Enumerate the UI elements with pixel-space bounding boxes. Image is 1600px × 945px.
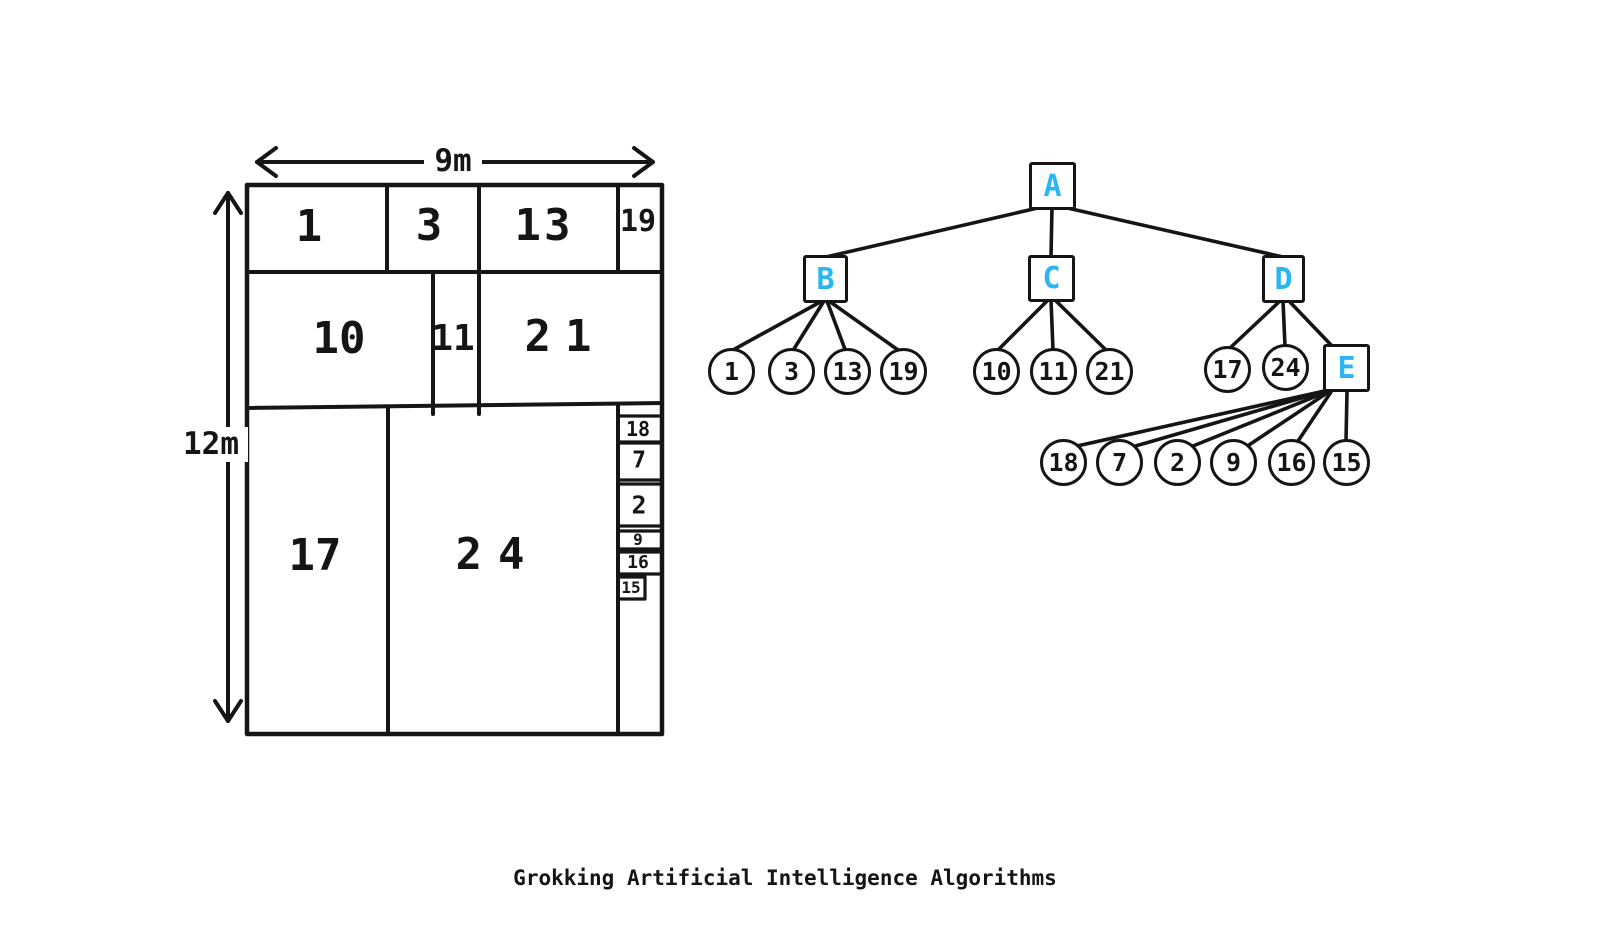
edge-d-e: [1286, 298, 1335, 349]
tree-leaf-17: 17: [1204, 346, 1251, 393]
room-label-10: 10: [312, 313, 366, 364]
plan-cell-9-rect: [616, 529, 664, 551]
edge-c-11: [1049, 298, 1055, 352]
edge-d-17: [1228, 299, 1282, 350]
tree-leaf-15: 15: [1323, 439, 1370, 486]
tree-leaf-7: 7: [1096, 439, 1143, 486]
plan-height-label: 12m: [174, 427, 248, 462]
edge-e-2: [1186, 389, 1331, 450]
tree-leaf-3: 3: [768, 348, 815, 395]
height-arrow-head-top: [213, 191, 243, 215]
room-label-19: 19: [619, 204, 657, 239]
edge-b-3: [790, 299, 826, 354]
tree-leaf-9: 9: [1210, 439, 1257, 486]
tree-node-a: A: [1029, 162, 1076, 210]
edge-a-b: [824, 205, 1044, 259]
edge-a-d: [1061, 205, 1285, 259]
edge-c-10: [996, 298, 1050, 352]
tree-leaf-11: 11: [1030, 348, 1077, 395]
plan-cell-2-rect: [616, 482, 664, 528]
edge-e-18: [1075, 388, 1331, 448]
tree-leaf-10: 10: [973, 348, 1020, 395]
room-label-7: 7: [632, 447, 646, 474]
tree-leaf-1: 1: [708, 348, 755, 395]
edge-b-19: [827, 299, 900, 352]
tree-leaf-18: 18: [1040, 439, 1087, 486]
caption-text: Grokking Artificial Intelligence Algorit…: [513, 866, 1057, 890]
edge-b-1: [731, 299, 824, 352]
plan-cell-16-rect: [616, 550, 664, 576]
edge-c-21: [1053, 298, 1108, 352]
plan-cell-7-rect: [616, 441, 664, 482]
room-label-17: 17: [288, 530, 342, 581]
room-label-1: 1: [295, 201, 323, 252]
height-arrow-head-bottom: [213, 699, 243, 723]
edge-e-15: [1344, 390, 1349, 443]
floor-plan-outline: [244, 182, 665, 737]
room-label-21: 21: [524, 311, 606, 362]
plan-width-label: 9m: [424, 142, 482, 180]
room-label-15: 15: [621, 578, 641, 597]
tree-edges: [731, 205, 1349, 451]
tree-leaf-13: 13: [824, 348, 871, 395]
tree-node-b: B: [803, 255, 848, 303]
edge-a-c: [1049, 205, 1054, 259]
tree-node-c: C: [1028, 255, 1075, 302]
room-label-2: 2: [631, 490, 647, 520]
edge-b-13: [825, 299, 848, 354]
edge-e-9: [1241, 389, 1332, 451]
plan-hline-row2: [245, 401, 664, 410]
tree-node-e: E: [1323, 344, 1370, 392]
tree-leaf-16: 16: [1268, 439, 1315, 486]
plan-cell-15-rect: [616, 575, 647, 601]
edge-e-16: [1294, 390, 1333, 446]
tree-leaf-19: 19: [880, 348, 927, 395]
edge-d-24: [1281, 299, 1287, 348]
room-label-16: 16: [627, 552, 649, 573]
plan-outer-rect: [244, 182, 665, 737]
width-arrow-head-right: [632, 146, 655, 178]
room-label-11: 11: [431, 318, 475, 359]
room-label-24: 24: [455, 529, 541, 580]
room-label-13: 13: [514, 200, 574, 251]
edge-e-7: [1130, 388, 1331, 449]
width-arrow-head-left: [255, 146, 278, 178]
room-label-9: 9: [633, 530, 643, 549]
room-label-18: 18: [625, 417, 651, 441]
tree-leaf-21: 21: [1086, 348, 1133, 395]
tree-node-d: D: [1262, 255, 1305, 303]
tree-leaf-24: 24: [1262, 344, 1309, 391]
tree-leaf-2: 2: [1154, 439, 1201, 486]
room-label-3: 3: [415, 200, 443, 251]
